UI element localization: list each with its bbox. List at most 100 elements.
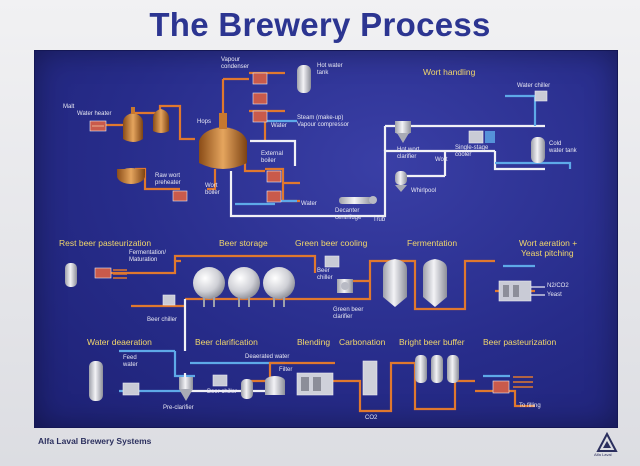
label-single-stage-2: cooler: [455, 152, 472, 158]
fermentation-tanks: [383, 259, 447, 307]
section-beer-clarification: Beer clarification: [195, 337, 258, 347]
label-water-1: Water: [271, 123, 287, 129]
label-cold-water-tank-2: water tank: [549, 148, 577, 154]
section-wort-aeration-line2: Yeast pitching: [521, 248, 574, 258]
label-whirlpool: Whirlpool: [411, 188, 437, 194]
rest-beer-pasteurizer: [94, 267, 127, 279]
label-green-beer-clarifier-1: Green beer: [333, 307, 364, 313]
label-beer-chiller-gbc-2: chiller: [317, 275, 333, 281]
label-filter: Filter: [279, 367, 293, 373]
hot-water-tank: [297, 65, 311, 93]
section-bright-beer-buffer: Bright beer buffer: [399, 337, 465, 347]
carbonation-unit: [362, 360, 378, 396]
label-yeast: Yeast: [547, 292, 562, 298]
label-n2-co2: N2/CO2: [547, 283, 569, 289]
label-external-boiler-1: External: [261, 151, 284, 157]
deaeration-exchanger: [122, 382, 140, 396]
label-beer-chiller-storage: Beer chiller: [147, 317, 178, 323]
rest-beer-tank: [65, 263, 77, 287]
mash-copper-lower: [117, 168, 145, 184]
label-single-stage-1: Single-stage: [455, 145, 489, 151]
label-steam-line1: Steam (make-up): [297, 115, 344, 121]
label-wort-boiler-1: Wort: [205, 183, 218, 189]
section-beer-pasteurization: Beer pasteurization: [483, 337, 557, 347]
label-beer-chiller-gbc-1: Beer: [317, 268, 330, 274]
water-heater: [89, 120, 107, 132]
label-beer-chiller-clarification: Beer chiller: [207, 389, 238, 395]
section-wort-handling: Wort handling: [423, 67, 476, 77]
external-boiler: [266, 170, 282, 203]
wort-production-pipes: [101, 71, 572, 218]
wort-aeration-unit: [498, 280, 545, 302]
label-fermentation-maturation-1: Fermentation/: [129, 250, 167, 256]
single-stage-cooler: [468, 130, 495, 144]
label-hops: Hops: [197, 119, 212, 125]
water-chiller: [534, 90, 548, 102]
deaeration-tank: [89, 361, 103, 401]
label-feed-water-1: Feed: [123, 355, 137, 361]
lauter-tun: [153, 109, 169, 133]
decanter-centrifuge: [339, 196, 377, 204]
section-water-deaeration: Water deaeration: [87, 337, 152, 347]
whirlpool: [395, 171, 407, 192]
poster-title: The Brewery Process: [149, 6, 491, 43]
beer-pasteurizer: [492, 376, 533, 394]
label-pre-clarifier: Pre-clarifier: [163, 405, 194, 411]
label-feed-water-2: water: [123, 362, 138, 368]
buffer-tank-clarification: [241, 379, 253, 399]
label-decanter-2: centrifuge: [335, 215, 362, 221]
label-steam-line2: Vapour compressor: [297, 122, 349, 128]
label-malt: Malt: [63, 104, 75, 110]
green-beer-clarifier: [337, 279, 353, 293]
hot-wort-clarifier: [395, 121, 411, 143]
label-cold-water-tank-1: Cold: [549, 141, 562, 147]
logo-text: Alfa Laval: [594, 452, 612, 457]
vapour-condenser: [252, 72, 268, 123]
section-beer-storage: Beer storage: [219, 238, 268, 248]
beer-storage-tanks: [193, 267, 295, 307]
label-vapour-condenser-1: Vapour: [221, 57, 240, 63]
section-carbonation: Carbonation: [339, 337, 386, 347]
label-decanter-1: Decanter: [335, 208, 360, 214]
section-blending: Blending: [297, 337, 331, 347]
filter-tank: [265, 376, 285, 395]
label-fermentation-maturation-2: Maturation: [129, 257, 158, 263]
label-wort: Wort: [435, 157, 448, 163]
label-water-chiller: Water chiller: [517, 83, 551, 89]
company-footer: Alfa Laval Brewery Systems: [38, 436, 152, 446]
label-raw-wort-2: preheater: [155, 180, 181, 186]
label-vapour-condenser-2: condenser: [221, 64, 250, 70]
label-co2: CO2: [365, 415, 378, 421]
section-green-beer-cooling: Green beer cooling: [295, 238, 368, 248]
label-wort-boiler-2: boiler: [205, 190, 220, 196]
pre-clarifier: [179, 377, 193, 401]
label-to-filling: To filling: [519, 403, 541, 409]
section-rest-beer-pasteurization: Rest beer pasteurization: [59, 238, 152, 248]
label-hot-wort-2: clarifier: [397, 154, 417, 160]
label-water-heater: Water heater: [77, 111, 112, 117]
section-fermentation: Fermentation: [407, 238, 458, 248]
cold-water-tank: [531, 137, 545, 163]
label-raw-wort-1: Raw wort: [155, 173, 181, 179]
label-deaerated-water: Deaerated water: [245, 354, 290, 360]
process-diagram-panel: Wort handling Rest beer pasteurization B…: [34, 50, 618, 428]
label-water-2: Water: [301, 201, 317, 207]
label-trub: Trub: [373, 217, 386, 223]
label-hot-water-tank-2: tank: [317, 70, 329, 76]
alfa-laval-logo-icon: [596, 432, 618, 452]
bright-beer-buffer-tanks: [415, 355, 459, 383]
fermentation-cellar-pipes: [95, 254, 535, 378]
section-wort-aeration-line1: Wort aeration +: [519, 238, 578, 248]
wort-boiler: [199, 113, 247, 169]
raw-wort-preheater: [172, 190, 188, 202]
label-green-beer-clarifier-2: clarifier: [333, 314, 353, 320]
label-external-boiler-2: boiler: [261, 158, 276, 164]
blending-unit: [296, 372, 334, 396]
label-hot-water-tank-1: Hot water: [317, 63, 343, 69]
green-beer-chiller: [324, 255, 340, 268]
process-flow-diagram: [65, 65, 572, 413]
mash-tun: [123, 107, 143, 142]
beer-chiller-storage: [162, 294, 176, 306]
beer-chiller-clarification: [212, 374, 228, 387]
